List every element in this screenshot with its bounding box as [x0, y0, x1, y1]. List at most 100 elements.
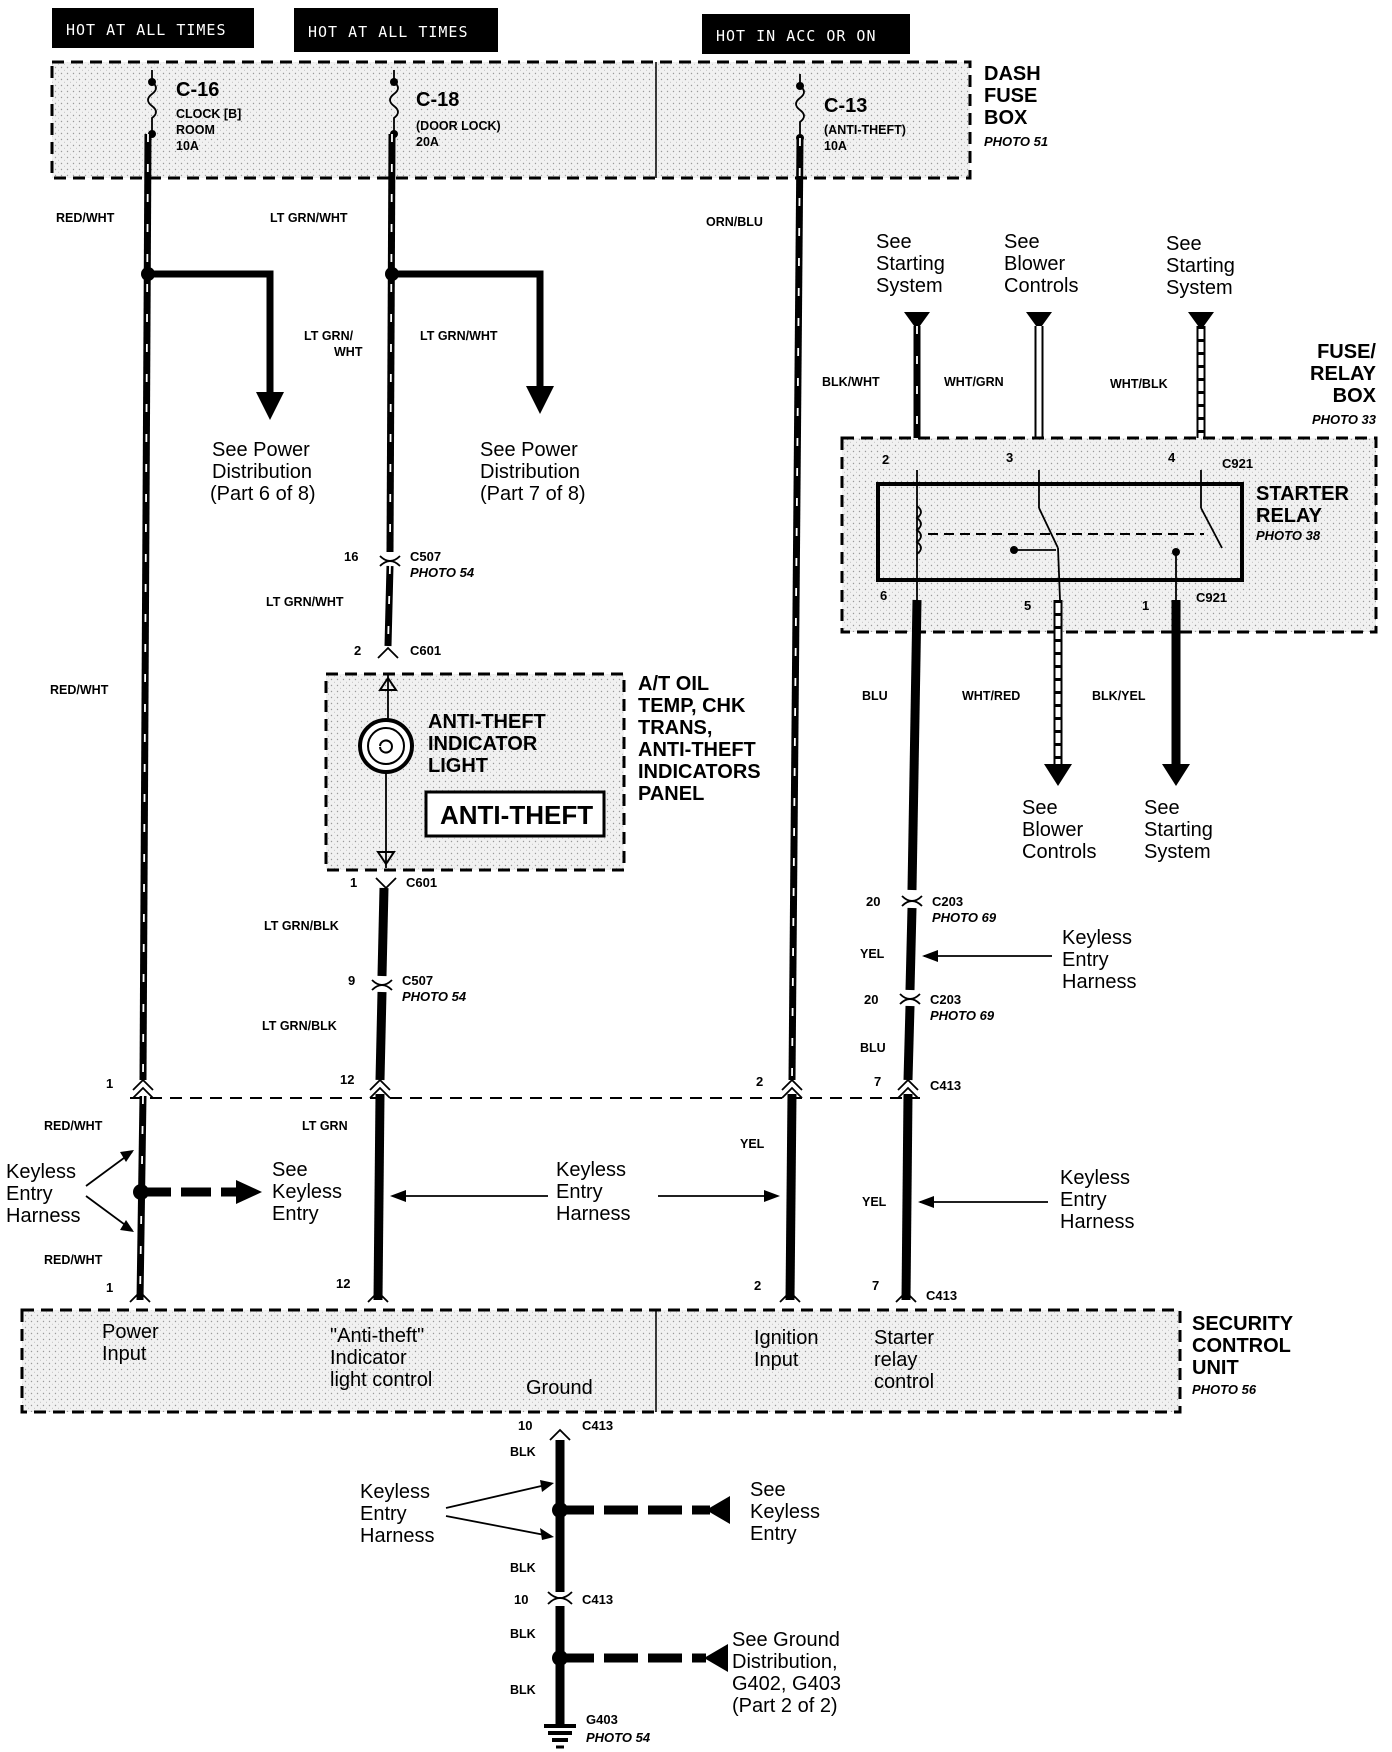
see-starting-2-l1: See [1166, 233, 1202, 255]
fuse-c18-line2: 20A [416, 135, 439, 149]
wire-label-lt-grn-wht-branch: LT GRN/WHT [420, 329, 498, 343]
see-power-dist-6-l2: Distribution [212, 461, 312, 483]
starter-circuit: See Starting System See Blower Controls … [822, 231, 1378, 1301]
fuse-c16-id: C-16 [176, 79, 219, 101]
keyless-center: Keyless Entry Harness [390, 1159, 780, 1230]
wire-label-orn-blu: ORN/BLU [706, 215, 763, 229]
see-keyless-entry-2-l2: Keyless [750, 1501, 820, 1523]
scu-power-l2: Input [102, 1343, 147, 1365]
pin-20-c203-2: 20 [864, 992, 878, 1007]
wire-label-blu-2: BLU [860, 1041, 886, 1055]
wire-label-yel-c203: YEL [860, 947, 885, 961]
panel-label-3: TRANS, [638, 717, 712, 739]
keyless-harness-center-l1: Keyless [556, 1159, 626, 1181]
pin-1-c601: 1 [350, 875, 357, 890]
wire-label-blk-1: BLK [510, 1445, 536, 1459]
wire-label-wht: WHT [334, 345, 363, 359]
wire-label-red-wht-mid: RED/WHT [50, 683, 109, 697]
fuse-c13-line1: (ANTI-THEFT) [824, 123, 906, 137]
pin-1-c413-bottom: 1 [106, 1280, 113, 1295]
security-control-unit: SECURITY CONTROL UNIT PHOTO 56 Power Inp… [20, 1308, 1294, 1414]
conn-c601-bottom: C601 [406, 875, 437, 890]
fuse-c13-line2: 10A [824, 139, 847, 153]
keyless-harness-center-l2: Entry [556, 1181, 603, 1203]
keyless-harness-2-l1: Keyless [1060, 1167, 1130, 1189]
conn-c203-2: C203 [930, 992, 961, 1007]
keyless-harness-left-l1: Keyless [6, 1161, 76, 1183]
pin-16: 16 [344, 549, 358, 564]
starter-relay-title-1: STARTER [1256, 483, 1350, 505]
wire-red-wht: RED/WHT RED/WHT RED/WHT RED/WHT See Powe… [44, 133, 316, 1301]
security-unit-photo: PHOTO 56 [1192, 1382, 1257, 1397]
dash-fuse-box: DASH FUSE BOX PHOTO 51 C-16 CLOCK [B] RO… [50, 60, 1048, 180]
wire-label-wht-blk: WHT/BLK [1110, 377, 1168, 391]
see-keyless-entry-2-l1: See [750, 1479, 786, 1501]
wire-label-blk-2: BLK [510, 1561, 536, 1575]
see-starting-1-l2: Starting [876, 253, 945, 275]
see-ground-l2: Distribution, [732, 1651, 838, 1673]
keyless-harness-center-l3: Harness [556, 1203, 630, 1225]
panel-label-4: ANTI-THEFT [638, 739, 756, 761]
wire-label-blk-yel: BLK/YEL [1092, 689, 1146, 703]
indicator-label-3: LIGHT [428, 755, 488, 777]
pin-7-c413-top: 7 [874, 1074, 881, 1089]
pin-10-c413-b: 10 [514, 1592, 528, 1607]
c413-upper: 1 12 2 7 C413 [106, 1072, 961, 1099]
wire-lt-grn-wht: LT GRN/WHT LT GRN/ WHT LT GRN/WHT LT GRN… [266, 133, 586, 659]
fuse-relay-box-title-3: BOX [1333, 385, 1377, 407]
power-headers: HOT AT ALL TIMES HOT AT ALL TIMES HOT IN… [52, 8, 910, 54]
security-unit-title-3: UNIT [1192, 1357, 1239, 1379]
dash-fuse-box-title-2: FUSE [984, 85, 1037, 107]
pin-9: 9 [348, 973, 355, 988]
see-keyless-entry-1-l2: Keyless [272, 1181, 342, 1203]
see-ground-l4: (Part 2 of 2) [732, 1695, 838, 1717]
scu-anti-l3: light control [330, 1369, 432, 1391]
conn-g403-photo: PHOTO 54 [586, 1730, 651, 1745]
wire-label-blk-wht: BLK/WHT [822, 375, 880, 389]
keyless-harness-1-l3: Harness [1062, 971, 1136, 993]
see-power-dist-6-l3: (Part 6 of 8) [210, 483, 316, 505]
see-starting-3-l1: See [1144, 797, 1180, 819]
pin-12-c413-top: 12 [340, 1072, 354, 1087]
header-label-2: HOT AT ALL TIMES [308, 23, 469, 41]
pin-12-c413-bottom: 12 [336, 1276, 350, 1291]
fuse-relay-box-title-1: FUSE/ [1317, 341, 1376, 363]
keyless-left: Keyless Entry Harness See Keyless Entry [6, 1150, 342, 1232]
security-unit-title-1: SECURITY [1192, 1313, 1294, 1335]
see-blower-2-l3: Controls [1022, 841, 1096, 863]
pin-4-c921: 4 [1168, 450, 1176, 465]
header-bar-2 [294, 8, 498, 52]
header-bar-1 [52, 8, 254, 48]
wire-label-yel-ign: YEL [740, 1137, 765, 1151]
panel-label-2: TEMP, CHK [638, 695, 746, 717]
indicator-label-1: ANTI-THEFT [428, 711, 546, 733]
conn-g403: G403 [586, 1712, 618, 1727]
scu-anti-l1: "Anti-theft" [330, 1325, 424, 1347]
wire-label-lt-grn-slash: LT GRN/ [304, 329, 354, 343]
conn-c507-upper: C507 [410, 549, 441, 564]
dash-fuse-box-title-3: BOX [984, 107, 1028, 129]
pin-2-c413-top: 2 [756, 1074, 763, 1089]
fuse-c16-line3: 10A [176, 139, 199, 153]
keyless-harness-left-l2: Entry [6, 1183, 53, 1205]
keyless-harness-ground-l1: Keyless [360, 1481, 430, 1503]
conn-c921-bottom: C921 [1196, 590, 1227, 605]
see-keyless-entry-2-l3: Entry [750, 1523, 797, 1545]
pin-2-c413-bottom: 2 [754, 1278, 761, 1293]
conn-c413-ground-a: C413 [582, 1418, 613, 1433]
fuse-relay-box-photo: PHOTO 33 [1312, 412, 1377, 427]
see-blower-2-l2: Blower [1022, 819, 1083, 841]
scu-starter-l1: Starter [874, 1327, 934, 1349]
conn-c203-1: C203 [932, 894, 963, 909]
wire-orn-blu: ORN/BLU YEL [706, 137, 804, 1301]
see-ground-l3: G402, G403 [732, 1673, 841, 1695]
conn-c413-bottom: C413 [926, 1288, 957, 1303]
see-power-dist-7-l2: Distribution [480, 461, 580, 483]
pin-7-c413-bottom: 7 [872, 1278, 879, 1293]
conn-c507-lower-photo: PHOTO 54 [402, 989, 467, 1004]
pin-1-c921: 1 [1142, 598, 1149, 613]
scu-power-l1: Power [102, 1321, 159, 1343]
starter-relay-photo: PHOTO 38 [1256, 528, 1321, 543]
scu-ground: Ground [526, 1377, 593, 1399]
fuse-c18-id: C-18 [416, 89, 459, 111]
